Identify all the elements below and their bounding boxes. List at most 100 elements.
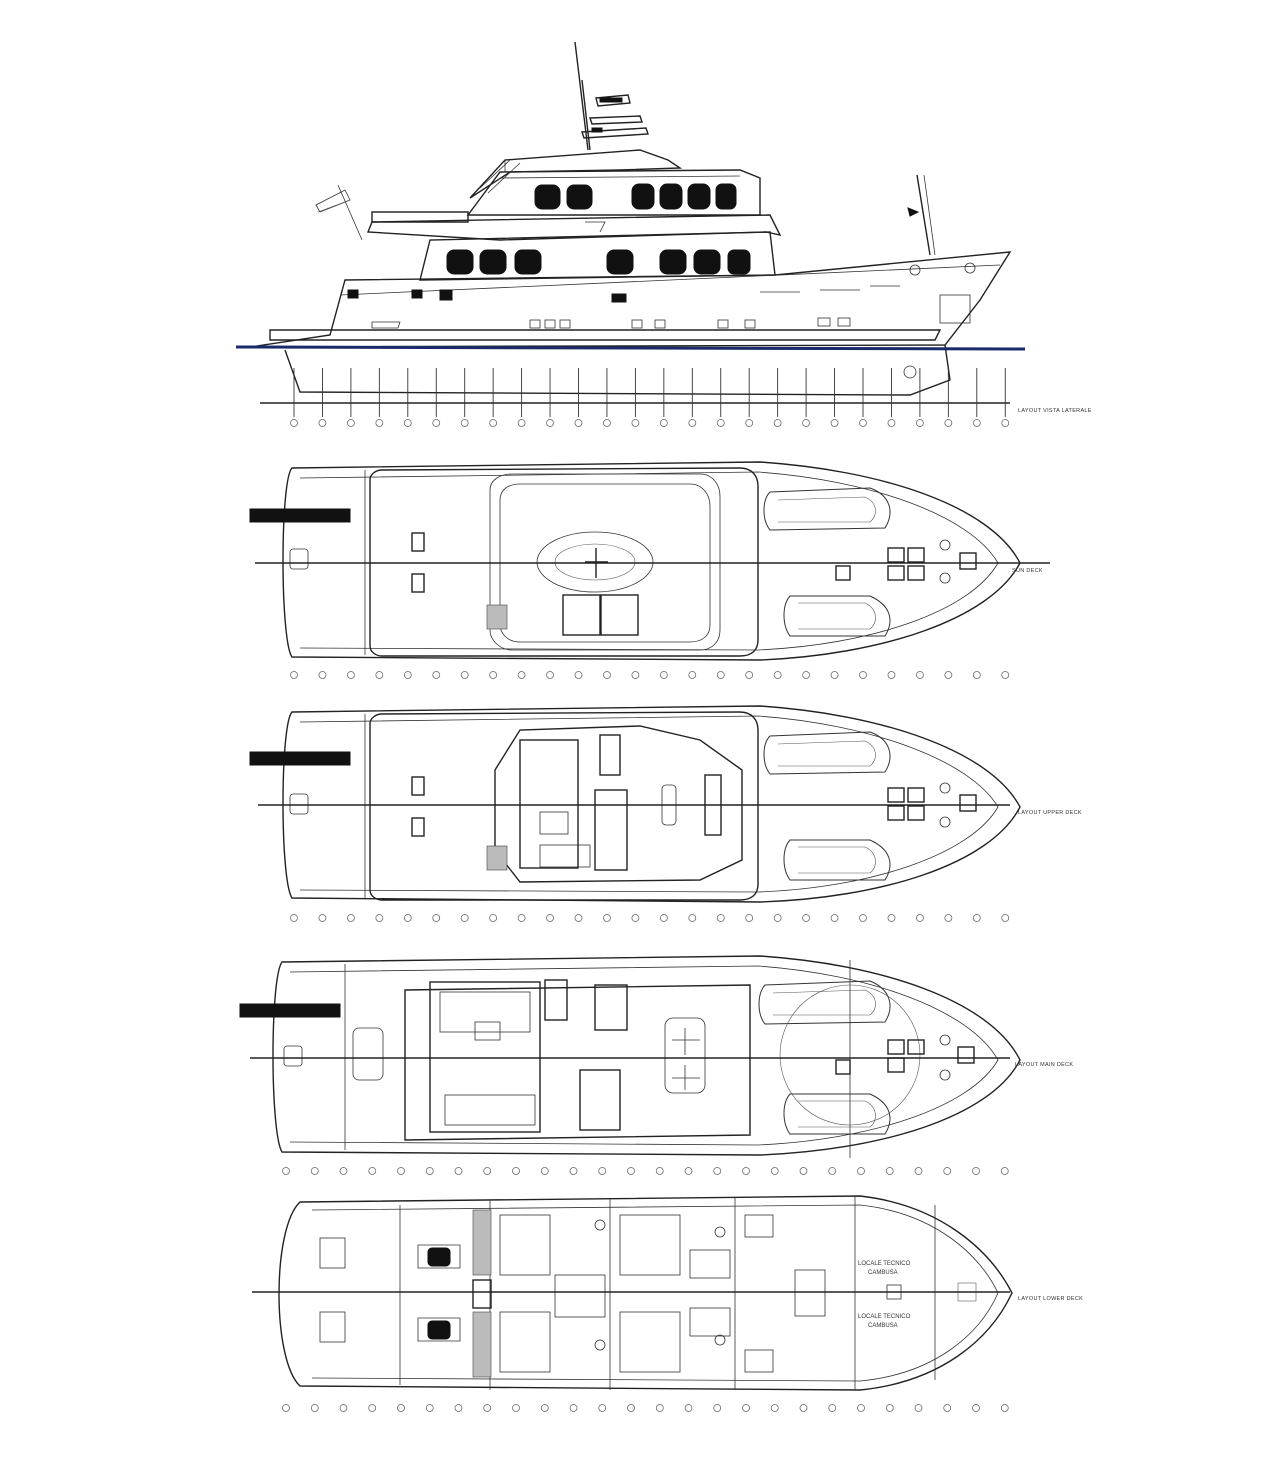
frame-station-marker (318, 671, 327, 679)
frame-station-marker (425, 1404, 434, 1412)
frame-stations-side (290, 368, 1010, 427)
frame-station-marker (773, 914, 782, 922)
frame-station-marker (368, 1167, 377, 1175)
frame-station-marker (339, 1167, 348, 1175)
frame-station-marker (802, 671, 810, 679)
frame-station-marker (310, 1167, 319, 1175)
frame-station-marker (972, 1167, 980, 1175)
frame-station-marker (546, 671, 554, 679)
frame-station-marker (745, 914, 754, 922)
frame-station-marker (859, 914, 867, 922)
frame-station-marker (944, 671, 953, 679)
frame-station-marker (972, 419, 981, 427)
frame-station-marker (887, 671, 896, 679)
frame-station-marker (688, 671, 697, 679)
frame-station-marker (684, 1404, 693, 1412)
foremast (907, 174, 936, 256)
hull-profile (249, 251, 1012, 396)
sun-deck-label: SUN DECK (1012, 568, 1043, 574)
frame-stations-lower-deck (282, 1404, 1009, 1412)
frame-station-marker (799, 1167, 808, 1175)
frame-station-marker (828, 1404, 837, 1412)
frame-station-marker (773, 419, 782, 427)
frame-station-marker (770, 1404, 779, 1412)
room-label-cabin-2: CAMBUSA (868, 1323, 898, 1329)
upper-deck-label: LAYOUT UPPER DECK (1018, 810, 1082, 816)
frame-station-marker (489, 914, 498, 922)
frame-station-marker (397, 1404, 405, 1412)
frame-station-marker (655, 1167, 664, 1175)
room-label-tech-1: LOCALE TECNICO (858, 1261, 911, 1267)
frame-station-marker (857, 1404, 865, 1412)
frame-station-marker (631, 914, 640, 922)
frame-station-marker (859, 671, 867, 679)
frame-stations-main-deck (282, 1167, 1009, 1175)
frame-station-marker (1000, 1404, 1009, 1412)
frame-station-marker (512, 1167, 520, 1175)
frame-station-marker (684, 1167, 693, 1175)
frame-station-marker (773, 671, 782, 679)
frame-station-marker (914, 1404, 923, 1412)
upper-deck-plan: LAYOUT UPPER DECK (249, 705, 1082, 922)
frame-station-marker (713, 1404, 722, 1412)
main-deck-label: LAYOUT MAIN DECK (1015, 1062, 1073, 1068)
frame-station-marker (282, 1167, 290, 1175)
frame-station-marker (659, 671, 668, 679)
frame-station-marker (972, 1404, 980, 1412)
main-superstructure (366, 214, 782, 281)
frame-station-marker (603, 671, 611, 679)
frame-station-marker (627, 1167, 635, 1175)
frame-station-marker (916, 914, 924, 922)
frame-station-marker (346, 419, 355, 427)
waterline (235, 345, 1026, 351)
frame-station-marker (627, 1404, 635, 1412)
frame-station-marker (489, 419, 498, 427)
frame-station-marker (318, 914, 327, 922)
frame-station-marker (1001, 671, 1010, 679)
frame-station-marker (1001, 419, 1010, 427)
frame-station-marker (318, 419, 327, 427)
frame-station-marker (603, 419, 611, 427)
frame-station-marker (425, 1167, 434, 1175)
frame-station-marker (770, 1167, 779, 1175)
lower-deck-label: LAYOUT LOWER DECK (1018, 1296, 1083, 1302)
frame-station-marker (397, 1167, 405, 1175)
frame-station-marker (943, 1167, 952, 1175)
frame-station-marker (943, 1404, 952, 1412)
frame-station-marker (857, 1167, 865, 1175)
frame-station-marker (716, 419, 725, 427)
frame-station-marker (546, 419, 554, 427)
frame-station-marker (432, 671, 441, 679)
frame-station-marker (483, 1404, 492, 1412)
frame-station-marker (830, 419, 839, 427)
frame-station-marker (828, 1167, 837, 1175)
frame-station-marker (972, 671, 981, 679)
frame-station-marker (598, 1404, 607, 1412)
frame-station-marker (339, 1404, 348, 1412)
frame-station-marker (603, 914, 611, 922)
frame-station-marker (944, 914, 953, 922)
frame-station-marker (914, 1167, 923, 1175)
frame-station-marker (290, 419, 298, 427)
frame-station-marker (745, 419, 754, 427)
room-label-cabin-1: CAMBUSA (868, 1270, 898, 1276)
frame-station-marker (375, 671, 384, 679)
frame-station-marker (716, 671, 725, 679)
frame-station-marker (512, 1404, 520, 1412)
frame-station-marker (944, 419, 953, 427)
frame-station-marker (688, 419, 697, 427)
ensign-flag (315, 184, 363, 241)
frame-station-marker (290, 914, 298, 922)
frame-station-marker (742, 1167, 750, 1175)
frame-station-marker (802, 419, 810, 427)
frame-station-marker (460, 419, 469, 427)
sun-deck-plan: SUN DECK (249, 461, 1050, 679)
frame-station-marker (1001, 914, 1010, 922)
frame-station-marker (403, 914, 412, 922)
frame-station-marker (517, 419, 526, 427)
frame-station-marker (403, 419, 412, 427)
frame-station-marker (799, 1404, 808, 1412)
frame-station-marker (489, 671, 498, 679)
frame-station-marker (972, 914, 981, 922)
